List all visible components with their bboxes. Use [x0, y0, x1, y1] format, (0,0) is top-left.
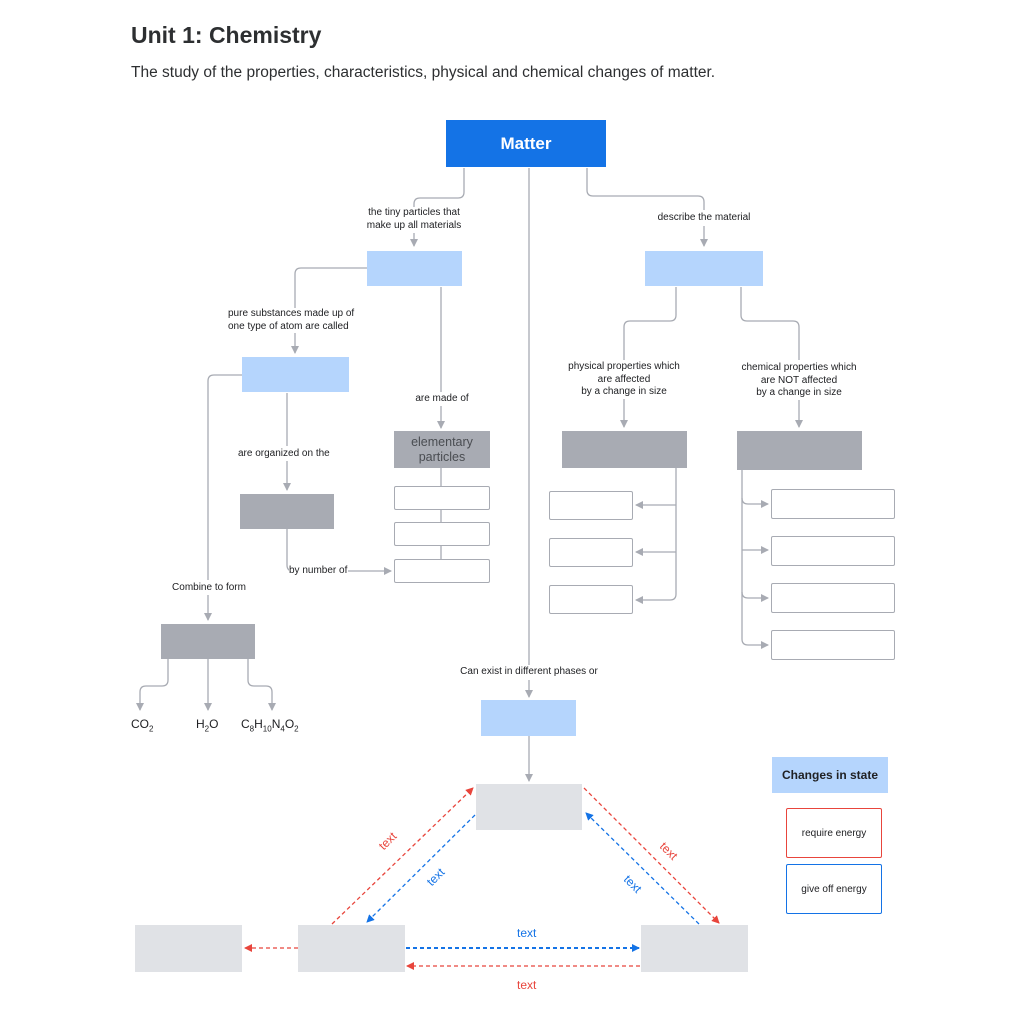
formula-caffeine-n: N: [271, 717, 281, 731]
formula-h2o-sub: 2: [204, 724, 210, 734]
particles-node[interactable]: [367, 251, 462, 286]
transition-red-right-down: [583, 787, 720, 924]
label-tiny-particles-line1: the tiny particles that: [368, 207, 460, 218]
label-chemical: chemical properties which are NOT affect…: [731, 362, 867, 400]
connector-elements-combine: [207, 374, 242, 580]
formula-h2o-o: O: [209, 717, 219, 731]
label-physical-line2: are affected: [597, 373, 651, 385]
phase-right-node[interactable]: [641, 925, 748, 972]
connector-matter-particles: [413, 168, 465, 210]
page-title: Unit 1: Chemistry: [131, 22, 322, 48]
label-physical-line1: physical properties which: [568, 361, 680, 372]
label-pure-line1: pure substances made up of: [228, 308, 355, 319]
formula-h2o-h: H: [196, 717, 205, 731]
label-physical: physical properties which are affected b…: [558, 361, 690, 399]
label-chemical-line3: by a change in size: [756, 387, 842, 398]
label-describe: describe the material: [648, 212, 760, 225]
matter-node[interactable]: Matter: [446, 120, 606, 167]
particle-slot-1[interactable]: [394, 486, 490, 510]
formula-co2: CO2: [131, 717, 153, 733]
formula-caffeine-h: H: [254, 717, 263, 731]
connector-properties-physical: [623, 287, 677, 360]
chemical-slot-4[interactable]: [771, 630, 895, 660]
physical-properties-node[interactable]: [562, 431, 687, 468]
formula-caffeine-h-sub: 10: [262, 724, 272, 734]
particle-slot-3[interactable]: [394, 559, 490, 583]
formula-co2-sub: 2: [149, 724, 154, 734]
chemical-slot-2[interactable]: [771, 536, 895, 566]
label-pure-substances: pure substances made up of one type of a…: [228, 308, 355, 333]
formula-caffeine-c-sub: 8: [249, 724, 255, 734]
label-phases: Can exist in different phases or: [448, 666, 610, 679]
formula-caffeine-c: C: [241, 717, 250, 731]
phase-top-node[interactable]: [476, 784, 582, 830]
formula-co2-base: CO: [131, 717, 149, 731]
label-physical-line3: by a change in size: [581, 386, 667, 397]
chemical-properties-node[interactable]: [737, 431, 862, 470]
physical-slot-1[interactable]: [549, 491, 633, 520]
label-chemical-line2: are NOT affected: [760, 374, 838, 386]
formula-caffeine: C8H10N4O2: [241, 717, 299, 733]
label-by-number-of: by number of: [289, 565, 348, 578]
phase-left-node[interactable]: [298, 925, 405, 972]
formula-caffeine-o: O: [284, 717, 295, 731]
elements-node[interactable]: [242, 357, 349, 392]
elementary-particles-node[interactable]: elementary particles: [394, 431, 490, 468]
transition-label-blue-bottom: text: [517, 926, 537, 940]
label-pure-line2: one type of atom are called: [228, 320, 349, 332]
page-subtitle: The study of the properties, characteris…: [131, 64, 716, 81]
label-chemical-line1: chemical properties which: [741, 362, 857, 373]
legend-require-energy: require energy: [786, 808, 882, 858]
properties-node[interactable]: [645, 251, 763, 286]
connector-particles-elements: [294, 267, 368, 308]
formula-caffeine-n-sub: 4: [280, 724, 285, 734]
phases-node[interactable]: [481, 700, 576, 736]
phase-far-left-node[interactable]: [135, 925, 242, 972]
compound-node[interactable]: [161, 624, 255, 659]
particle-slot-2[interactable]: [394, 522, 490, 546]
legend-heading: Changes in state: [772, 757, 888, 793]
label-organized-on: are organized on the: [238, 448, 330, 461]
physical-slot-2[interactable]: [549, 538, 633, 567]
chemical-slot-1[interactable]: [771, 489, 895, 519]
connector-matter-properties: [586, 168, 705, 210]
transition-blue-right-up: [585, 812, 700, 925]
transition-blue-left-down: [366, 814, 476, 923]
label-tiny-particles: the tiny particles that make up all mate…: [352, 207, 476, 232]
chemical-slot-3[interactable]: [771, 583, 895, 613]
label-made-of: are made of: [408, 393, 476, 406]
periodic-table-node[interactable]: [240, 494, 334, 529]
label-combine: Combine to form: [164, 582, 254, 595]
formula-h2o: H2O: [196, 717, 218, 733]
label-tiny-particles-line2: make up all materials: [366, 219, 462, 231]
elementary-particles-label: elementary particles: [411, 434, 473, 464]
transition-red-left-up: [331, 787, 474, 925]
physical-slot-3[interactable]: [549, 585, 633, 614]
transition-label-red-bottom: text: [517, 978, 537, 992]
formula-caffeine-o-sub: 2: [294, 724, 299, 734]
legend-give-off-energy: give off energy: [786, 864, 882, 914]
connector-properties-chemical: [740, 287, 800, 360]
